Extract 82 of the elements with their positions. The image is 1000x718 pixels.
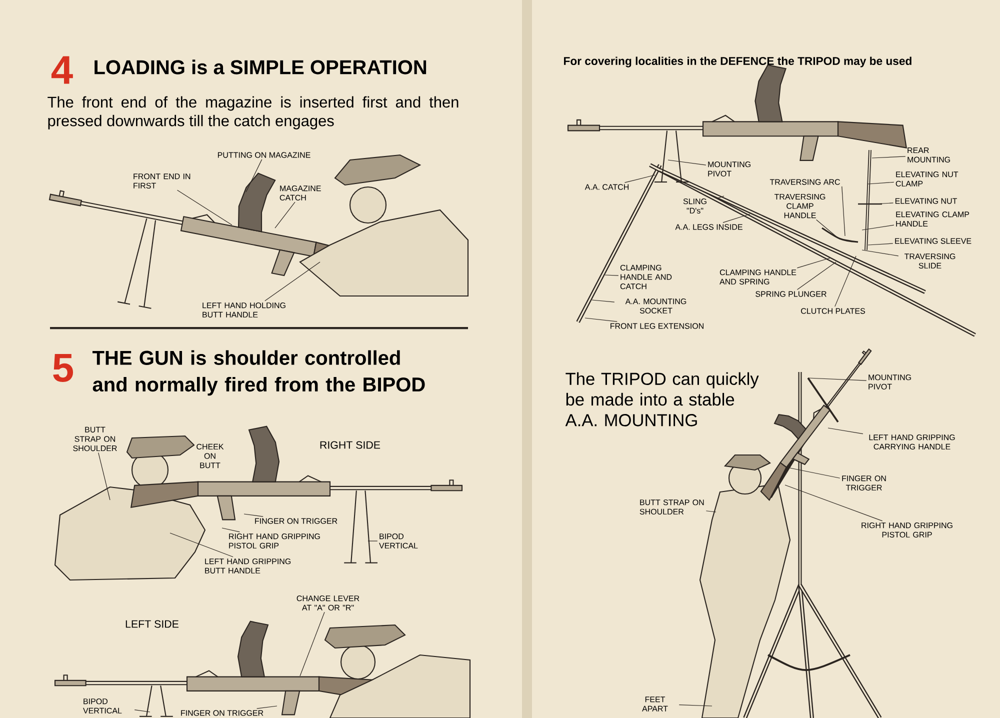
leader-line (862, 224, 894, 230)
leader-line (274, 202, 296, 228)
callout-label: A.A. LEGS INSIDE (675, 224, 742, 230)
callout-label: FINGER ON TRIGGER (255, 518, 338, 524)
callout-label: FINGER ON TRIGGER (181, 710, 264, 716)
leader-line (678, 704, 712, 706)
leader-line (716, 196, 724, 199)
leader-line (264, 262, 320, 302)
leader-line (246, 159, 262, 192)
callout-label: BUTT STRAP ON SHOULDER (73, 426, 117, 452)
leader-line (872, 156, 906, 158)
leader-line (874, 202, 894, 204)
leader-line (828, 428, 864, 434)
callout-label: RIGHT HAND GRIPPING PISTOL GRIP (862, 522, 952, 538)
leader-line (604, 274, 619, 276)
section-heading: THE GUN is shoulder controlled and normally fired from the BIPOD (92, 350, 425, 396)
section-heading: LOADING is a SIMPLE OPERATION (94, 60, 426, 74)
leader-line (300, 612, 325, 676)
callout-label: FRONT LEG EXTENSION (610, 323, 704, 329)
callout-label: CLUTCH PLATES (801, 308, 866, 314)
view-label: LEFT SIDE (126, 620, 178, 628)
callout-label: LEFT HAND GRIPPING CARRYING HANDLE (869, 434, 955, 450)
leader-line (624, 174, 656, 183)
caption-text: The TRIPOD can quickly be made into a stable A.A. MOUNTING (565, 372, 759, 426)
leader-line (222, 528, 240, 532)
callout-label: BUTT STRAP ON SHOULDER (640, 500, 704, 514)
callout-label: ELEVATING NUT CLAMP (896, 172, 958, 186)
leader-line (868, 243, 894, 246)
callout-label: SLING "D's" (683, 198, 706, 214)
leader-line (368, 540, 378, 542)
callout-label: PUTTING ON MAGAZINE (218, 152, 310, 158)
leader-line (176, 190, 232, 226)
callout-label: MAGAZINE CATCH (280, 186, 321, 200)
callout-label: BIPOD VERTICAL (379, 534, 418, 548)
callout-label: TRAVERSING CLAMP HANDLE (774, 194, 826, 218)
leader-line (668, 160, 706, 166)
callout-label: ELEVATING CLAMP HANDLE (896, 212, 970, 226)
callout-label: A.A. MOUNTING SOCKET (625, 298, 686, 314)
leader-line (834, 256, 856, 307)
callout-label: CHANGE LEVER AT "A" OR "R" (296, 596, 360, 611)
leader-line (808, 378, 867, 381)
callout-label: TRAVERSING SLIDE (904, 254, 956, 268)
callout-label: REAR MOUNTING (908, 148, 950, 162)
leader-line (592, 300, 615, 302)
leader-line (842, 186, 846, 236)
callout-label: TRAVERSING ARC (770, 179, 840, 185)
callout-label: FINGER ON TRIGGER (842, 476, 886, 490)
leader-line (816, 219, 838, 238)
leader-line (796, 262, 836, 290)
section-number: 4 (51, 56, 73, 84)
callout-label: A.A. CATCH (584, 184, 628, 190)
callout-label: ELEVATING NUT (895, 198, 957, 204)
leader-line (256, 706, 278, 709)
callout-label: SPRING PLUNGER (756, 291, 826, 297)
leader-line (790, 468, 840, 478)
section-number: 5 (53, 354, 74, 382)
callout-label: ELEVATING SLEEVE (895, 238, 972, 244)
page-heading: For covering localities in the DEFENCE the TRIPOD may be used (564, 56, 912, 68)
callout-label: CLAMPING HANDLE AND CATCH (620, 264, 672, 290)
callout-label: MOUNTING PIVOT (708, 162, 750, 176)
callout-label: MOUNTING PIVOT (868, 374, 911, 390)
view-label: RIGHT SIDE (320, 441, 380, 449)
callout-label: CHEEK ON BUTT (196, 444, 224, 468)
leader-line (722, 214, 750, 223)
callout-label: LEFT HAND GRIPPING BUTT HANDLE (205, 558, 291, 574)
leader-line (796, 258, 830, 268)
leader-line (134, 710, 150, 712)
callout-label: RIGHT HAND GRIPPING PISTOL GRIP (229, 534, 320, 548)
callout-label: LEFT HAND HOLDING BUTT HANDLE (202, 302, 286, 318)
leader-line (862, 250, 899, 256)
leader-line (784, 484, 883, 522)
callout-label: FEET APART (642, 696, 668, 712)
leader-line (170, 532, 234, 558)
leader-line (706, 510, 716, 512)
callout-label: CLAMPING HANDLE AND SPRING (720, 270, 796, 284)
callout-label: FRONT END IN FIRST (134, 174, 190, 188)
leader-line (584, 318, 618, 322)
leader-line (868, 182, 894, 184)
leader-line (98, 452, 110, 500)
callout-label: BIPOD VERTICAL (83, 698, 122, 714)
instruction-text: The front end of the magazine is inserted first and then pressed downwards till the catch engages (48, 96, 458, 130)
leader-line (244, 514, 264, 517)
